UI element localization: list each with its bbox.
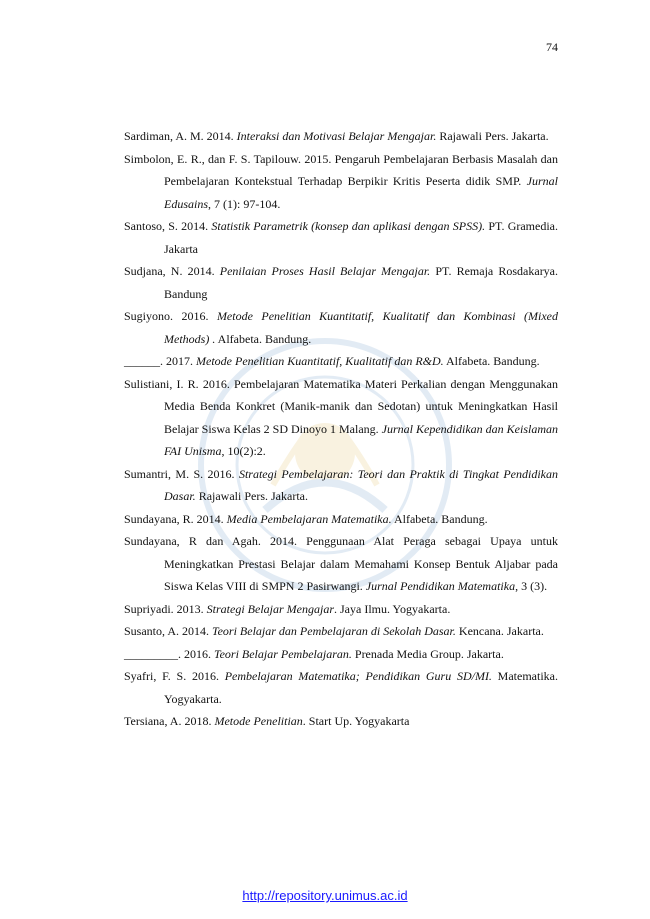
repository-link[interactable]: http://repository.unimus.ac.id	[242, 888, 408, 903]
reference-list: Sardiman, A. M. 2014. Interaksi dan Moti…	[124, 125, 558, 733]
reference-entry: Sundayana, R dan Agah. 2014. Penggunaan …	[124, 534, 558, 593]
reference-entry: Sulistiani, I. R. 2016. Pembelajaran Mat…	[124, 376, 558, 459]
reference-entry: Susanto, A. 2014. Teori Belajar dan Pemb…	[124, 624, 544, 638]
reference-entry: Tersiana, A. 2018. Metode Penelitian. St…	[124, 714, 410, 728]
university-seal-watermark	[198, 338, 452, 592]
reference-entry: _________. 2016. Teori Belajar Pembelaja…	[124, 646, 504, 661]
reference-entry: Sugiyono. 2016. Metode Penelitian Kuanti…	[124, 309, 558, 346]
reference-entry: Santoso, S. 2014. Statistik Parametrik (…	[124, 219, 559, 256]
reference-entry: Simbolon, E. R., dan F. S. Tapilouw. 201…	[124, 151, 558, 211]
reference-entry: Sudjana, N. 2014. Penilaian Proses Hasil…	[124, 264, 559, 301]
reference-entry: ______. 2017. Metode Penelitian Kuantita…	[124, 354, 540, 368]
reference-entry: Sundayana, R. 2014. Media Pembelajaran M…	[124, 511, 488, 526]
reference-entry: Sumantri, M. S. 2016. Strategi Pembelaja…	[124, 466, 558, 504]
reference-entry: Syafri, F. S. 2016. Pembelajaran Matemat…	[124, 669, 558, 706]
page-number: 74	[546, 40, 558, 54]
reference-entry: Supriyadi. 2013. Strategi Belajar Mengaj…	[124, 601, 451, 616]
reference-entry: Sardiman, A. M. 2014. Interaksi dan Moti…	[124, 129, 549, 143]
